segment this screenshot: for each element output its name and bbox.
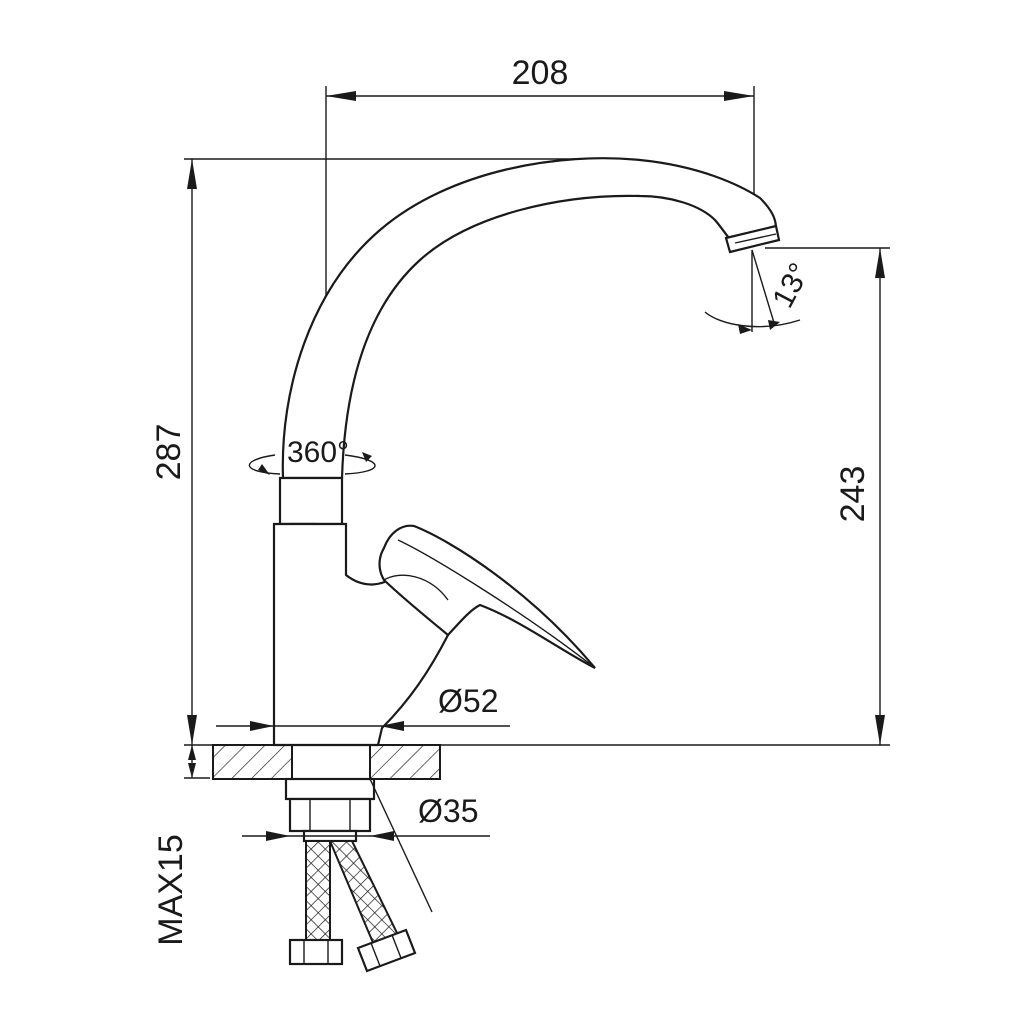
swivel-collar <box>278 476 344 526</box>
lever-handle <box>378 524 596 669</box>
total-height-label: 287 <box>150 424 188 481</box>
hose-left <box>305 840 331 941</box>
spout <box>281 157 777 480</box>
spout-reach-label: 208 <box>512 54 569 92</box>
max-thickness-label: MAX15 <box>152 834 190 946</box>
hose-nut-right <box>356 928 417 973</box>
countertop-section <box>212 744 441 780</box>
spout-height-label: 243 <box>834 466 872 523</box>
base-diameter-label: Ø52 <box>438 683 498 719</box>
aerator-angle-label: 13° <box>766 258 816 314</box>
dimension-max-thickness: MAX15 <box>152 745 196 946</box>
mount-fittings <box>284 777 417 973</box>
hose-nut-left <box>288 938 344 966</box>
swivel-angle-label: 360° <box>287 436 349 469</box>
faucet: 360° <box>248 157 781 747</box>
body-column <box>272 522 450 747</box>
dimension-spout-height: 243 <box>834 248 885 745</box>
dimension-base-diameter: Ø52 <box>216 683 510 731</box>
aerator-angle-indicator: 13° <box>704 249 817 334</box>
hose-right <box>328 840 400 947</box>
mount-diameter-label: Ø35 <box>418 793 478 829</box>
swivel-indicator: 360° <box>248 436 376 475</box>
dimension-spout-reach: 208 <box>326 54 754 101</box>
dimension-mount-diameter: Ø35 <box>242 778 490 913</box>
dimension-total-height: 287 <box>150 159 197 745</box>
